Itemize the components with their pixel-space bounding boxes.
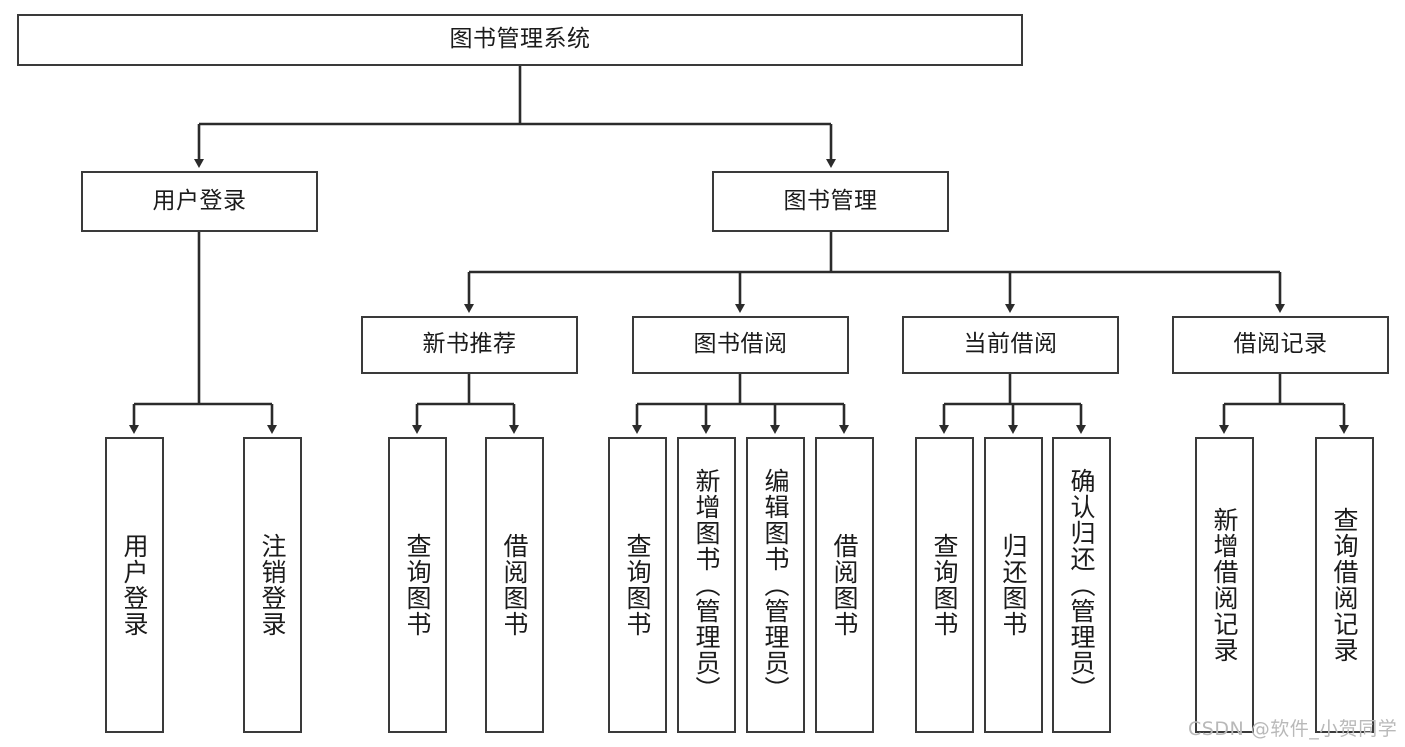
node-label: 用户登录: [152, 187, 247, 214]
leaf-query-book-recommend[interactable]: 查询图书: [388, 437, 447, 733]
node-label: 借阅记录: [1233, 331, 1328, 358]
node-label: 编辑图书（管理员）: [761, 468, 790, 702]
node-label: 图书管理系统: [449, 26, 591, 53]
csdn-watermark: CSDN @软件_小贺同学: [1188, 718, 1398, 740]
node-label: 用户登录: [120, 533, 149, 637]
node-label: 当前借阅: [963, 331, 1058, 358]
node-label: 新增借阅记录: [1210, 507, 1239, 663]
node-label: 借阅图书: [830, 533, 859, 637]
leaf-edit-book-admin[interactable]: 编辑图书（管理员）: [746, 437, 805, 733]
node-label: 查询借阅记录: [1330, 507, 1359, 663]
node-book-management[interactable]: 图书管理: [712, 171, 949, 232]
node-label: 查询图书: [930, 533, 959, 637]
node-root-system[interactable]: 图书管理系统: [17, 14, 1023, 66]
leaf-query-book-current[interactable]: 查询图书: [915, 437, 974, 733]
node-label: 查询图书: [403, 533, 432, 637]
leaf-logout-login[interactable]: 注销登录: [243, 437, 302, 733]
leaf-user-login[interactable]: 用户登录: [105, 437, 164, 733]
node-current-borrow[interactable]: 当前借阅: [902, 316, 1119, 374]
leaf-query-borrow-record[interactable]: 查询借阅记录: [1315, 437, 1374, 733]
leaf-query-book-borrow[interactable]: 查询图书: [608, 437, 667, 733]
leaf-confirm-return-admin[interactable]: 确认归还（管理员）: [1052, 437, 1111, 733]
leaf-borrow-book-recommend[interactable]: 借阅图书: [485, 437, 544, 733]
node-label: 注销登录: [258, 533, 287, 637]
leaf-return-book[interactable]: 归还图书: [984, 437, 1043, 733]
node-book-borrow[interactable]: 图书借阅: [632, 316, 849, 374]
node-user-login[interactable]: 用户登录: [81, 171, 318, 232]
node-borrow-records[interactable]: 借阅记录: [1172, 316, 1389, 374]
node-label: 图书借阅: [693, 331, 788, 358]
leaf-borrow-book[interactable]: 借阅图书: [815, 437, 874, 733]
node-label: 归还图书: [999, 533, 1028, 637]
node-label: 图书管理: [783, 187, 878, 214]
node-label: 确认归还（管理员）: [1067, 468, 1096, 702]
node-label: 查询图书: [623, 533, 652, 637]
node-label: 新增图书（管理员）: [692, 468, 721, 702]
node-label: 新书推荐: [422, 331, 517, 358]
node-new-book-recommend[interactable]: 新书推荐: [361, 316, 578, 374]
node-label: 借阅图书: [500, 533, 529, 637]
leaf-add-borrow-record[interactable]: 新增借阅记录: [1195, 437, 1254, 733]
leaf-add-book-admin[interactable]: 新增图书（管理员）: [677, 437, 736, 733]
